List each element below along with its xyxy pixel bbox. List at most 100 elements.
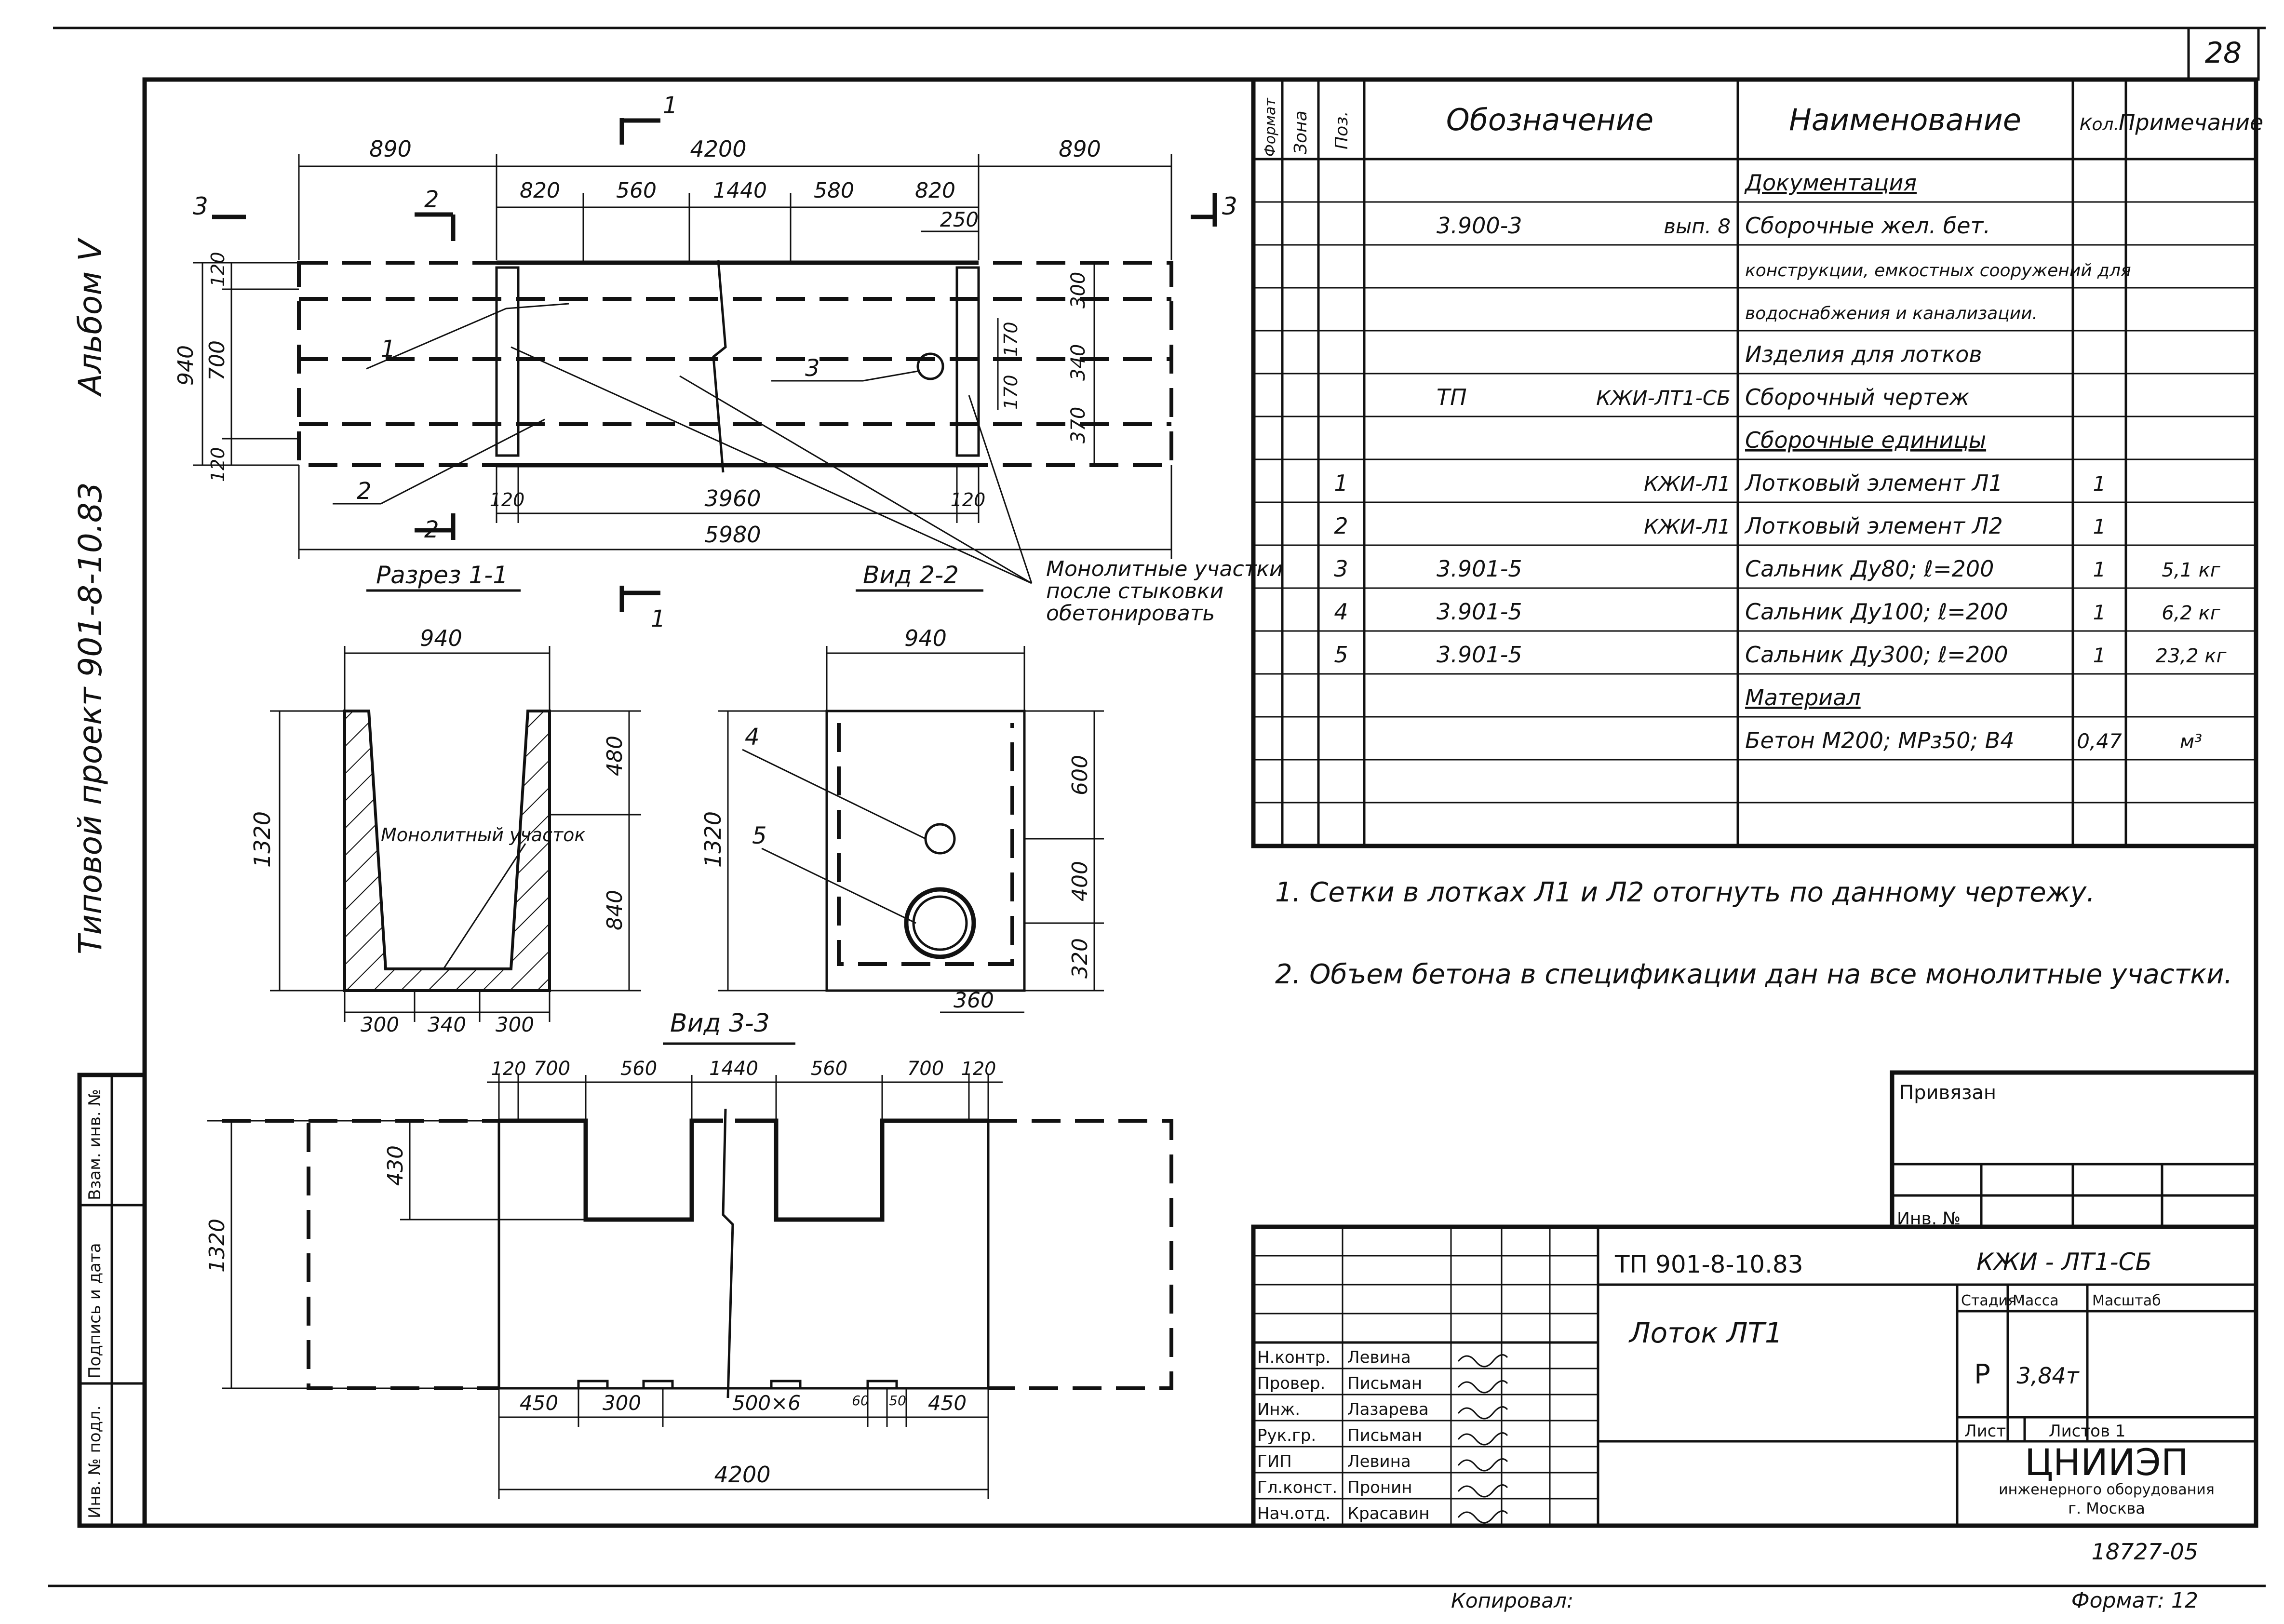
signature-mark <box>1457 1406 1508 1420</box>
stamp-sign-label: Подпись и дата <box>85 1243 105 1379</box>
left-stamp: Инв. № подл. Подпись и дата Взам. инв. № <box>77 1073 147 1528</box>
signer-role: Инж. <box>1257 1400 1300 1419</box>
callout-2: 2 <box>357 478 372 505</box>
footer-copied: Копировал: <box>1451 1589 1573 1612</box>
plan-dim-4200: 4200 <box>690 136 746 162</box>
signature-mark <box>1457 1354 1508 1368</box>
spec-pos: 3 <box>1334 556 1348 582</box>
title-block: ТП 901-8-10.83 КЖИ - ЛТ1-СБ Лоток ЛТ1 Ст… <box>1251 1224 2258 1528</box>
tb-org-main: ЦНИИЭП <box>2025 1441 2189 1484</box>
view-33-t7: 120 <box>961 1058 996 1079</box>
tb-org-sub: инженерного оборудования <box>1999 1481 2215 1498</box>
view-33-t6: 700 <box>907 1058 944 1080</box>
spec-pos: 5 <box>1334 642 1348 668</box>
spec-qty: 0,47 <box>2077 729 2122 753</box>
section-11-b3: 300 <box>496 1013 534 1036</box>
plan-dim-250: 250 <box>940 208 979 231</box>
tb-sheets-label: Листов 1 <box>2049 1422 2125 1441</box>
signature-mark <box>1457 1432 1508 1446</box>
section-mark-2-top: 2 <box>424 186 439 213</box>
spec-note: 23,2 кг <box>2156 645 2227 667</box>
tb-org-city: г. Москва <box>2068 1499 2145 1517</box>
signature-mark <box>1457 1510 1508 1524</box>
tb-stage-label: Стадия <box>1961 1292 2016 1309</box>
spec-note: 6,2 кг <box>2162 602 2220 624</box>
stamp-replace-label: Взам. инв. № <box>85 1089 105 1200</box>
signer-name: Лазарева <box>1347 1400 1429 1419</box>
plan-dim-170-b: 170 <box>1000 375 1021 410</box>
spec-qty: 1 <box>2093 644 2106 667</box>
spec-name: Сальник Ду80; ℓ=200 <box>1745 556 1994 582</box>
plan-dim-1440: 1440 <box>713 178 767 203</box>
sheet-number: 28 <box>2205 36 2242 70</box>
stamp-inv-label: Инв. № подл. <box>85 1405 105 1518</box>
plan-view: 890 4200 890 820 560 1440 580 820 250 94… <box>174 92 1237 632</box>
plan-dim-560: 560 <box>616 178 657 203</box>
section-11-title: Разрез 1-1 <box>376 561 508 589</box>
spec-designation: ТП <box>1437 384 1467 410</box>
section-mark-3-left: 3 <box>193 192 208 220</box>
view-33-b6: 450 <box>928 1391 967 1415</box>
tb-project-code: ТП 901-8-10.83 <box>1614 1250 1803 1278</box>
spec-name: водоснабжения и канализации. <box>1745 304 2038 323</box>
plan-dim-890-right: 890 <box>1059 136 1101 162</box>
spec-name: Сборочный чертеж <box>1745 384 1970 410</box>
tb-scale-label: Масштаб <box>2092 1292 2161 1309</box>
plan-dim-170-a: 170 <box>1000 322 1021 357</box>
signer-role: ГИП <box>1257 1452 1292 1471</box>
plan-dim-120-bl: 120 <box>490 489 525 510</box>
plan-dim-890-left: 890 <box>369 136 412 162</box>
signature-mark <box>1457 1484 1508 1498</box>
spec-designation: 3.901-5 <box>1437 556 1522 582</box>
spec-qty: 1 <box>2093 601 2106 624</box>
spec-designation-suffix: вып. 8 <box>1664 215 1731 238</box>
section-11-label: Монолитный участок <box>381 824 585 846</box>
callout-3: 3 <box>805 355 820 382</box>
section-mark-2-bottom: 2 <box>424 516 439 543</box>
signer-role: Рук.гр. <box>1257 1426 1316 1445</box>
privyazan-block: Привязан Инв. № <box>1890 1070 2258 1229</box>
spec-designation-suffix: КЖИ-Л1 <box>1644 472 1731 496</box>
view-33-b1: 450 <box>520 1391 558 1415</box>
view-22-400: 400 <box>1068 861 1092 901</box>
spec-header-zone: Зона <box>1291 110 1311 154</box>
footer-format: Формат: 12 <box>2071 1588 2198 1613</box>
signature-mark <box>1457 1380 1508 1394</box>
plan-dim-120-bottom: 120 <box>207 447 228 482</box>
tb-title: Лоток ЛТ1 <box>1628 1316 1783 1349</box>
signer-name: Левина <box>1347 1348 1411 1367</box>
section-11-height: 1320 <box>249 811 275 868</box>
signer-name: Письман <box>1347 1426 1422 1445</box>
spec-qty: 1 <box>2093 472 2106 496</box>
spec-name: Бетон М200; МРз50; В4 <box>1745 727 2014 753</box>
view-33-t2: 700 <box>534 1058 570 1080</box>
section-11-b2: 340 <box>428 1013 466 1036</box>
signer-name: Левина <box>1347 1452 1411 1471</box>
note-2: 2. Объем бетона в спецификации дан на вс… <box>1275 959 2232 990</box>
view-33-b3: 500×6 <box>732 1391 801 1415</box>
spec-header-name: Наименование <box>1789 102 2021 137</box>
spec-name: Изделия для лотков <box>1745 341 1982 367</box>
signer-role: Гл.конст. <box>1257 1478 1337 1497</box>
signer-role: Н.контр. <box>1257 1348 1330 1367</box>
section-mark-3-right: 3 <box>1222 192 1237 220</box>
view-33-t4: 1440 <box>709 1058 758 1080</box>
signer-name: Красавин <box>1347 1504 1429 1523</box>
view-33-title: Вид 3-3 <box>670 1009 770 1038</box>
section-11-b1: 300 <box>361 1013 399 1036</box>
spec-name: Материал <box>1745 684 1861 711</box>
view-33-t5: 560 <box>811 1058 847 1080</box>
section-11-width: 940 <box>420 625 462 651</box>
spec-name: Сборочные единицы <box>1745 427 1986 453</box>
signer-name: Пронин <box>1347 1478 1412 1497</box>
spec-pos: 2 <box>1334 513 1348 539</box>
spec-qty: 1 <box>2093 558 2106 581</box>
spec-header-designation: Обозначение <box>1446 102 1653 137</box>
view-22-bottom: 360 <box>954 988 994 1013</box>
spec-name: Лотковый элемент Л2 <box>1744 513 2003 539</box>
notes: 1. Сетки в лотках Л1 и Л2 отогнуть по да… <box>1275 877 2232 990</box>
plan-dim-340: 340 <box>1067 344 1089 381</box>
